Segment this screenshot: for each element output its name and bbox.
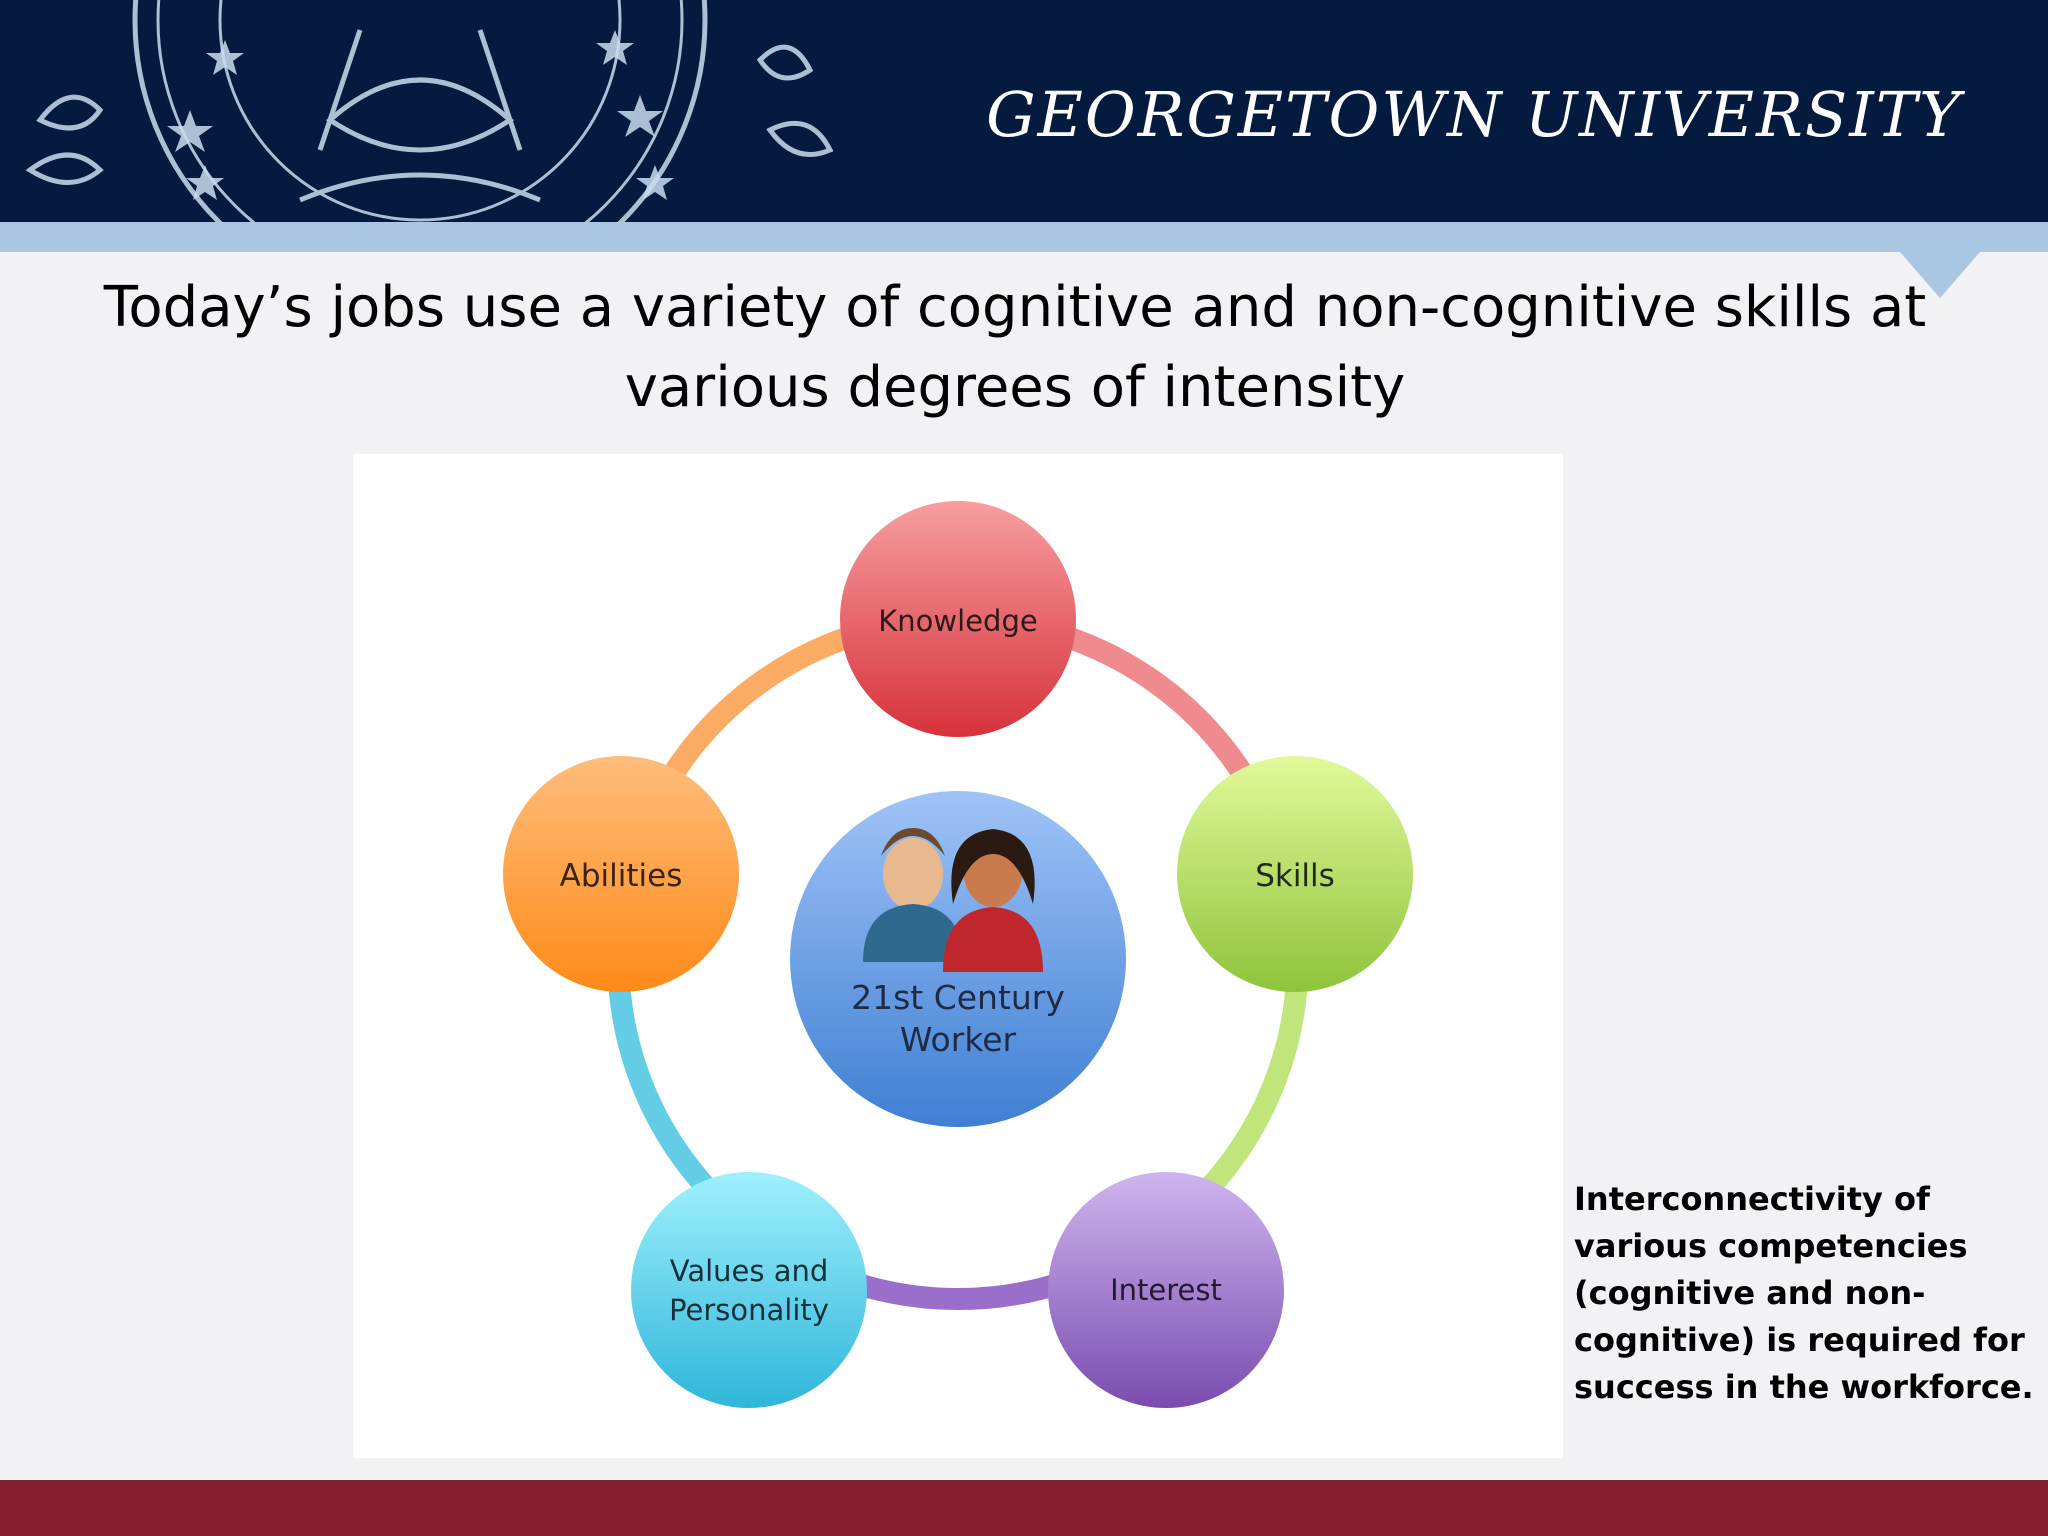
node-values-label-line-2: Personality bbox=[669, 1293, 829, 1327]
header-banner: GEORGETOWN UNIVERSITY bbox=[0, 0, 2048, 222]
node-knowledge-label: Knowledge bbox=[878, 604, 1037, 638]
header-notch bbox=[1900, 252, 1980, 298]
caption-text: Interconnectivity of various competencie… bbox=[1574, 1180, 2034, 1406]
header-accent-band bbox=[0, 222, 2048, 252]
node-abilities: Abilities bbox=[503, 756, 739, 992]
university-seal-logo bbox=[25, 0, 834, 222]
node-interest: Interest bbox=[1048, 1172, 1284, 1408]
node-skills-label: Skills bbox=[1255, 858, 1335, 894]
center-node: 21st Century Worker bbox=[790, 791, 1126, 1127]
node-skills: Skills bbox=[1177, 756, 1413, 992]
node-values-personality: Values and Personality bbox=[631, 1172, 867, 1408]
node-knowledge: Knowledge bbox=[840, 501, 1076, 737]
university-name: GEORGETOWN UNIVERSITY bbox=[986, 78, 1962, 151]
node-abilities-label: Abilities bbox=[560, 858, 683, 894]
center-label-line-2: Worker bbox=[900, 1020, 1017, 1059]
slide-title-line-1: Today’s jobs use a variety of cognitive … bbox=[103, 275, 1927, 340]
footer-bar bbox=[0, 1480, 2048, 1536]
people-icon bbox=[863, 828, 1043, 972]
competency-cycle-diagram: 21st Century Worker Knowledge Skills Int… bbox=[503, 501, 1413, 1408]
slide-title: Today’s jobs use a variety of cognitive … bbox=[60, 268, 1970, 428]
node-values-label-line-1: Values and bbox=[670, 1254, 829, 1288]
center-label-line-1: 21st Century bbox=[851, 978, 1065, 1017]
node-interest-label: Interest bbox=[1110, 1273, 1222, 1307]
slide-title-line-2: various degrees of intensity bbox=[624, 355, 1406, 420]
diagram-panel: 21st Century Worker Knowledge Skills Int… bbox=[353, 454, 1563, 1458]
